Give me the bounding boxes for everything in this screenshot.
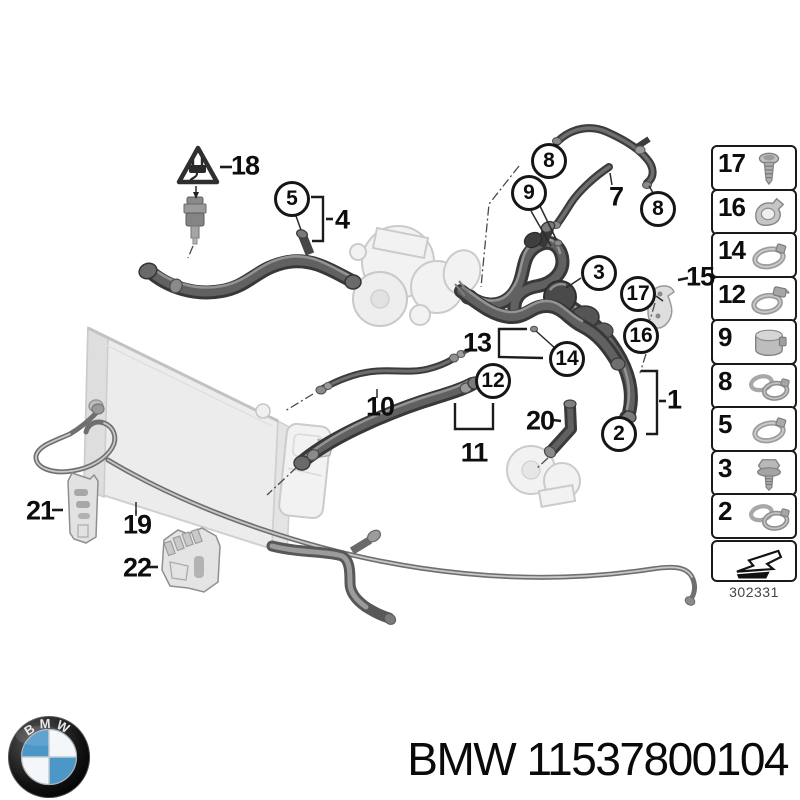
legend-number: 17 [718, 148, 746, 178]
hose-clamp-band-icon [745, 324, 793, 362]
hose-clamp-pair-icon [745, 498, 793, 536]
hose-clamp-pair-icon [745, 368, 793, 406]
callout-label-15: 15 [685, 261, 715, 292]
callout-label-21: 21 [25, 495, 55, 526]
legend-cell-3: 3 [711, 449, 797, 496]
callout-label-22: 22 [122, 552, 152, 583]
legend-number: 3 [718, 452, 733, 483]
callout-circle-8: 8 [531, 143, 567, 179]
legend-number: 16 [718, 191, 746, 222]
leader-lines [52, 143, 666, 569]
direction-arrow-icon [721, 544, 789, 582]
hose-clamp-screw-icon [745, 281, 793, 319]
retaining-clip-icon [745, 194, 793, 232]
callout-circle-5: 5 [274, 181, 310, 217]
callout-circle-16: 16 [623, 318, 659, 354]
vent-hose-7 [551, 124, 657, 229]
elbow-connector-20 [535, 399, 577, 470]
legend-cell-8: 8 [711, 362, 797, 409]
legend-cell-5: 5 [711, 406, 797, 452]
callout-label-19: 19 [122, 509, 152, 540]
screw-icon [745, 150, 793, 188]
warning-triangle-icon [176, 145, 232, 259]
hose-10 [315, 347, 472, 398]
callout-circle-17: 17 [620, 276, 656, 312]
legend-cell-9: 9 [711, 319, 797, 365]
legend-cell-2: 2 [711, 493, 797, 539]
callout-label-20: 20 [525, 405, 555, 436]
legend-cell-17: 17 [711, 145, 797, 191]
part-number-text: BMW 11537800104 [407, 733, 789, 785]
callout-circle-3: 3 [581, 255, 617, 291]
svg-text:BMW: BMW [22, 716, 77, 739]
drawing-number: 302331 [729, 584, 779, 600]
legend-number: 5 [718, 409, 733, 439]
hose-clamp-icon [745, 411, 793, 449]
callout-circle-9: 9 [511, 175, 547, 211]
lower-coolant-hose [266, 529, 397, 625]
bmw-logo: BMW [8, 716, 90, 798]
legend-number: 12 [718, 278, 746, 309]
bracket-22-part [161, 527, 221, 593]
ghost-coolant-pump [506, 445, 581, 508]
legend-number: 8 [718, 365, 733, 396]
legend-cell-12: 12 [711, 275, 797, 322]
callout-circle-2: 2 [601, 416, 637, 452]
callout-label-13: 13 [462, 327, 492, 358]
cooling-hoses-diagram-drawing [33, 124, 697, 625]
callout-label-4: 4 [334, 204, 350, 235]
temperature-sensor [183, 196, 207, 245]
bracket-21-part [67, 472, 99, 544]
callout-label-1: 1 [666, 384, 682, 415]
bmw-logo-letters: BMW [22, 716, 72, 739]
legend-cell-16: 16 [711, 188, 797, 235]
callout-circle-14: 14 [549, 341, 585, 377]
hose-clamp-icon [745, 237, 793, 275]
callout-circle-8: 8 [640, 191, 676, 227]
hose-13 [454, 280, 626, 371]
legend-cell-14: 14 [711, 232, 797, 278]
callout-label-11: 11 [460, 437, 489, 468]
coolant-line-19 [33, 403, 697, 606]
callout-label-10: 10 [365, 391, 395, 422]
callout-label-7: 7 [608, 181, 624, 212]
legend-cell-direction-arrow [711, 539, 797, 582]
callout-circle-12: 12 [475, 363, 511, 399]
callout-label-18: 18 [230, 150, 260, 181]
legend-number: 2 [718, 496, 733, 526]
hose-4 [138, 229, 362, 300]
bolt-icon [745, 455, 793, 493]
ghost-water-pump [349, 225, 482, 327]
legend-number: 9 [718, 322, 733, 352]
legend-number: 14 [718, 235, 746, 265]
